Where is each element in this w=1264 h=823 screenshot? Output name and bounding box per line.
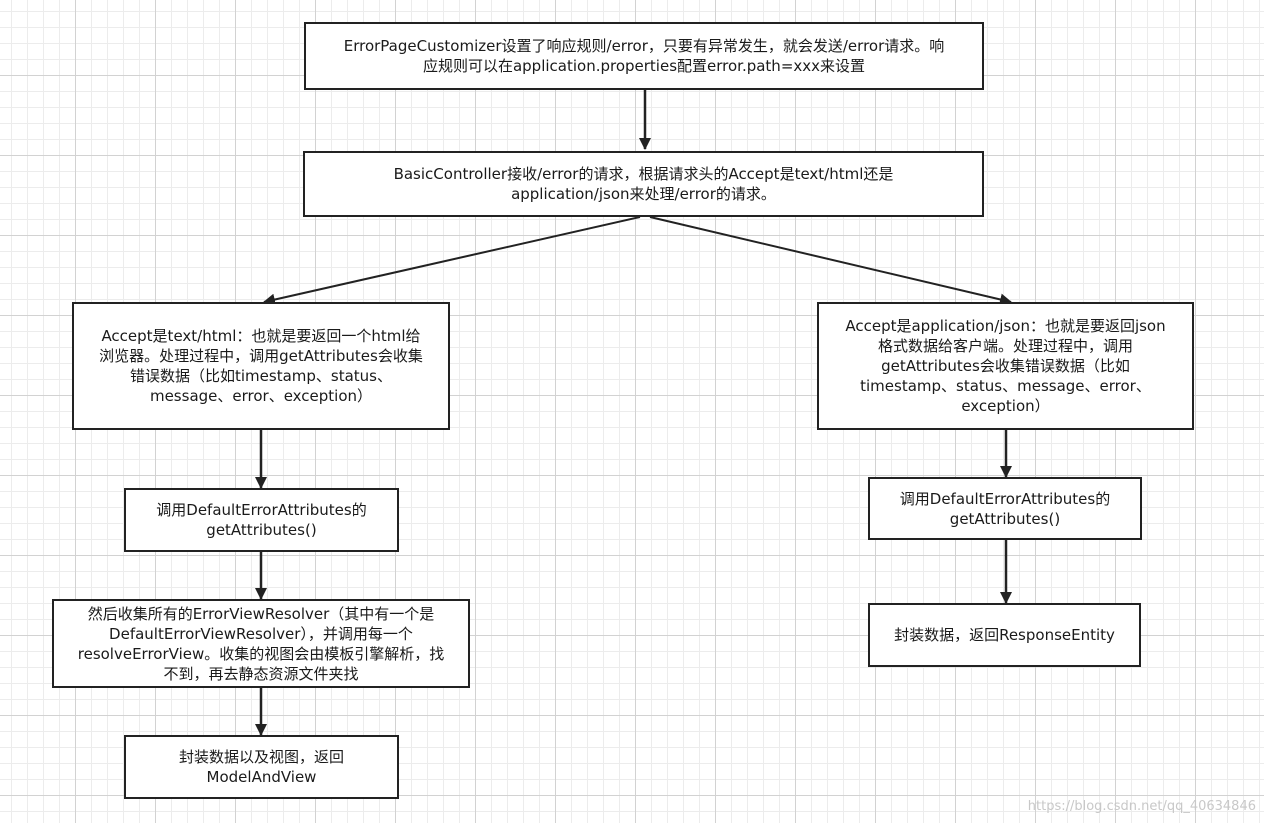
node-model-and-view-text: 封装数据以及视图，返回 ModelAndView xyxy=(178,748,344,786)
node-response-entity: 封装数据，返回ResponseEntity xyxy=(868,603,1141,667)
node-accept-text-html: Accept是text/html：也就是要返回一个html给 浏览器。处理过程中… xyxy=(72,302,450,430)
node-accept-application-json-text: Accept是application/json：也就是要返回json 格式数据给… xyxy=(845,317,1166,415)
node-error-page-customizer: ErrorPageCustomizer设置了响应规则/error，只要有异常发生… xyxy=(304,22,984,90)
node-left-call-default-error-attributes: 调用DefaultErrorAttributes的 getAttributes(… xyxy=(124,488,399,552)
node-left-call-text: 调用DefaultErrorAttributes的 getAttributes(… xyxy=(156,501,367,539)
node-model-and-view: 封装数据以及视图，返回 ModelAndView xyxy=(124,735,399,799)
node-response-entity-text: 封装数据，返回ResponseEntity xyxy=(894,626,1115,644)
node-right-call-default-error-attributes: 调用DefaultErrorAttributes的 getAttributes(… xyxy=(868,477,1142,540)
node-error-page-customizer-text: ErrorPageCustomizer设置了响应规则/error，只要有异常发生… xyxy=(343,37,945,75)
node-accept-application-json: Accept是application/json：也就是要返回json 格式数据给… xyxy=(817,302,1194,430)
node-basic-controller-text: BasicController接收/error的请求，根据请求头的Accept是… xyxy=(393,165,894,203)
arrow-basic-to-right-json xyxy=(649,216,1012,306)
node-accept-text-html-text: Accept是text/html：也就是要返回一个html给 浏览器。处理过程中… xyxy=(99,327,423,405)
arrow-basic-to-left-html xyxy=(263,216,641,306)
watermark: https://blog.csdn.net/qq_40634846 xyxy=(1027,799,1256,814)
node-error-view-resolver: 然后收集所有的ErrorViewResolver（其中有一个是 DefaultE… xyxy=(52,599,470,688)
node-basic-controller: BasicController接收/error的请求，根据请求头的Accept是… xyxy=(303,151,984,217)
node-error-view-resolver-text: 然后收集所有的ErrorViewResolver（其中有一个是 DefaultE… xyxy=(77,604,445,683)
node-right-call-text: 调用DefaultErrorAttributes的 getAttributes(… xyxy=(899,489,1111,528)
